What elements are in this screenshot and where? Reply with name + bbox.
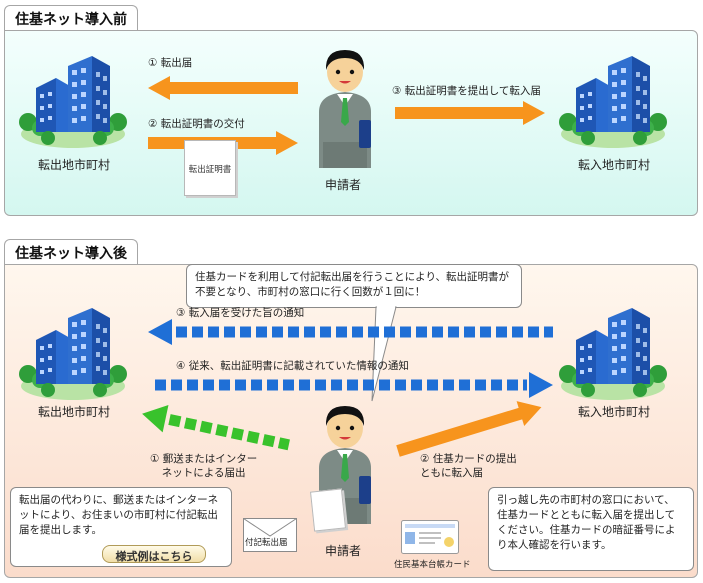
card-label: 住民基本台帳カード [394, 560, 471, 570]
callout-arrival-window: 引っ越し先の市町村の窓口において、住基カードとともに転入届を提出してください。住… [488, 487, 694, 571]
label-arrival-notice: ③ 転入届を受けた旨の通知 [176, 307, 305, 319]
label-card-and-arrival-filing: ② 住基カードの提出 ともに転入届 [420, 452, 517, 480]
arrow-mail-internet-filing [142, 404, 290, 451]
callout-text: 引っ越し先の市町村の窓口において、住基カードとともに転入届を提出してください。住… [497, 494, 676, 551]
section-title-after: 住基ネット導入後 [4, 239, 138, 265]
building-icon [559, 56, 667, 148]
label-line: ① 郵送またはインター [150, 453, 258, 465]
departure-municipality-label: 転出地市町村 [38, 405, 111, 419]
envelope-label: 付記転出届 [245, 538, 288, 548]
document-icon: 転出証明書 [184, 140, 236, 196]
card-icon [401, 520, 459, 554]
sample-form-button[interactable]: 様式例はこちら [102, 545, 206, 563]
label-mail-internet-filing: ① 郵送またはインター ネットによる届出 [150, 452, 257, 480]
applicant-label: 申請者 [325, 178, 362, 192]
arrow-submit-certificate [395, 101, 545, 125]
arrow-info-notice [155, 372, 553, 398]
label-info-notice: ④ 従来、転出証明書に記載されていた情報の通知 [176, 360, 409, 372]
building-icon [19, 308, 127, 400]
label-line: ネットによる届出 [161, 467, 246, 479]
document-icon [309, 488, 347, 532]
label-moving-out-notice: ① 転出届 [148, 57, 193, 69]
arrow-card-and-arrival-filing [396, 401, 542, 457]
section-title-before: 住基ネット導入前 [4, 5, 138, 31]
arrow-arrival-notice [148, 319, 553, 345]
callout-text: 転出届の代わりに、郵送またはインターネットにより、お住まいの市町村に付記転出届を… [19, 494, 219, 536]
envelope-icon [243, 518, 297, 552]
person-icon [319, 50, 371, 168]
arrow-moving-out-notice [148, 76, 298, 100]
departure-municipality-label: 転出地市町村 [38, 158, 111, 172]
label-line: ともに転入届 [420, 467, 483, 479]
building-icon [559, 308, 667, 400]
label-line: ② 住基カードの提出 [420, 453, 517, 465]
arrival-municipality-label: 転入地市町村 [578, 158, 651, 172]
building-icon [19, 56, 127, 148]
arrival-municipality-label: 転入地市町村 [578, 405, 651, 419]
label-certificate-issue: ② 転出証明書の交付 [148, 118, 245, 130]
callout-benefit: 住基カードを利用して付記転出届を行うことにより、転出証明書が不要となり、市町村の… [186, 264, 522, 308]
applicant-label: 申請者 [325, 544, 362, 558]
label-submit-certificate: ③ 転出証明書を提出して転入届 [392, 85, 541, 97]
